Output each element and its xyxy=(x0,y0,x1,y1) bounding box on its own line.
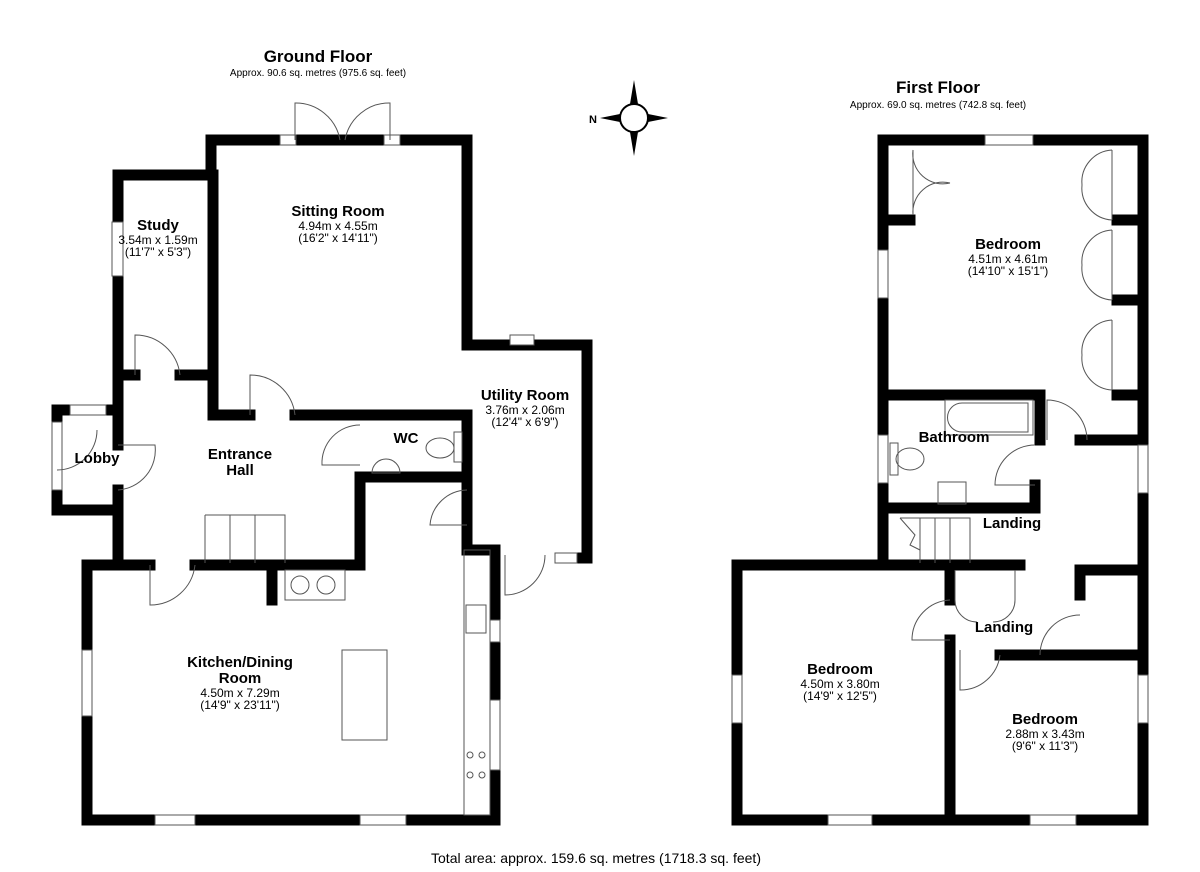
room-bathroom: Bathroom xyxy=(918,429,990,446)
first-floor-walls xyxy=(731,134,1149,826)
fixtures xyxy=(204,399,1034,816)
room-study: Study 3.54m x 1.59m (11'7" x 5'3") xyxy=(118,217,198,260)
room-sitting-room: Sitting Room 4.94m x 4.55m (16'2" x 14'1… xyxy=(291,203,385,246)
ground-floor-walls xyxy=(51,134,593,826)
compass-label: N xyxy=(589,114,597,126)
room-bedroom-1: Bedroom 4.51m x 4.61m (14'10" x 15'1") xyxy=(967,236,1049,279)
room-lobby: Lobby xyxy=(74,450,120,467)
room-wc: WC xyxy=(393,430,419,447)
room-utility-room: Utility Room 3.76m x 2.06m (12'4" x 6'9"… xyxy=(480,387,570,430)
windows xyxy=(51,134,1149,826)
room-entrance-hall: Entrance Hall xyxy=(207,446,273,479)
room-landing-lower: Landing xyxy=(974,619,1034,636)
room-kitchen-dining: Kitchen/Dining Room 4.50m x 7.29m (14'9"… xyxy=(187,654,293,713)
compass-icon: N xyxy=(589,80,668,156)
ground-floor-title: Ground Floor xyxy=(263,47,373,66)
room-bedroom-2: Bedroom 4.50m x 3.80m (14'9" x 12'5") xyxy=(800,661,880,704)
total-area: Total area: approx. 159.6 sq. metres (17… xyxy=(431,850,761,866)
ground-floor-area: Approx. 90.6 sq. metres (975.6 sq. feet) xyxy=(229,68,407,79)
room-landing-upper: Landing xyxy=(982,515,1042,532)
first-floor-area: Approx. 69.0 sq. metres (742.8 sq. feet) xyxy=(849,100,1027,111)
first-floor-title: First Floor xyxy=(895,78,981,97)
doors xyxy=(56,102,1113,691)
room-bedroom-3: Bedroom 2.88m x 3.43m (9'6" x 11'3") xyxy=(1005,711,1085,754)
